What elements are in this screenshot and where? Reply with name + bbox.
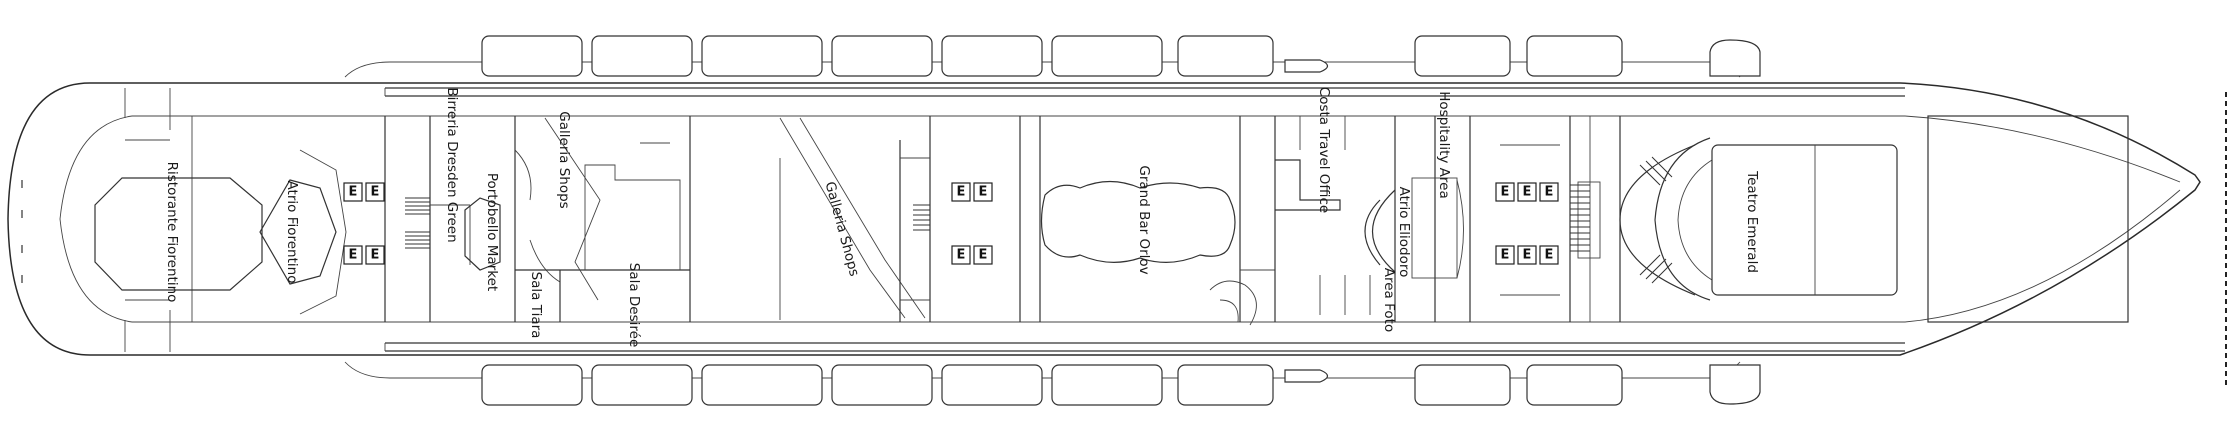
hull-outline xyxy=(7,61,2227,385)
elevator: E xyxy=(973,245,993,265)
svg-text:E: E xyxy=(349,248,358,263)
svg-text:E: E xyxy=(1501,248,1510,263)
label-galleria-shops-left: Galleria Shops xyxy=(556,111,572,208)
elevator: E xyxy=(1495,245,1515,265)
label-area-foto: Area Foto xyxy=(1381,268,1397,332)
label-portobello-market: Portobello Market xyxy=(484,173,500,291)
label-galleria-shops-right: Galleria Shops xyxy=(822,180,863,278)
interior-walls xyxy=(94,88,1898,352)
svg-text:E: E xyxy=(371,185,380,200)
elevator: E xyxy=(365,182,385,202)
elevator: E xyxy=(1495,182,1515,202)
elevator: E xyxy=(973,182,993,202)
elevator: E xyxy=(951,182,971,202)
svg-text:E: E xyxy=(1545,248,1554,263)
label-costa-travel-office: Costa Travel Office xyxy=(1316,87,1332,213)
elevator: E xyxy=(1539,245,1559,265)
lifeboats-top xyxy=(481,35,1761,77)
elevator: E xyxy=(343,245,363,265)
label-ristorante-fiorentino: Ristorante Fiorentino xyxy=(164,162,180,303)
label-grand-bar-orlov: Grand Bar Orlov xyxy=(1136,165,1152,274)
elevator-group: E E E E E E E E E E E E E E xyxy=(343,182,1559,265)
elevator: E xyxy=(365,245,385,265)
svg-text:E: E xyxy=(957,248,966,263)
label-atrio-fiorentino: Atrio Fiorentino xyxy=(284,181,300,284)
elevator: E xyxy=(1517,245,1537,265)
stairs xyxy=(405,156,1673,284)
svg-text:E: E xyxy=(1523,248,1532,263)
label-atrio-eliodoro: Atrio Eliodoro xyxy=(1396,187,1412,278)
elevator: E xyxy=(1517,182,1537,202)
lifeboats-bottom xyxy=(481,364,1761,406)
label-teatro-emerald: Teatro Emerald xyxy=(1744,170,1760,273)
elevator: E xyxy=(343,182,363,202)
svg-text:E: E xyxy=(1501,185,1510,200)
label-hospitality-area: Hospitality Area xyxy=(1436,91,1452,198)
elevator: E xyxy=(1539,182,1559,202)
room-labels: Ristorante Fiorentino Atrio Fiorentino B… xyxy=(164,87,1760,347)
svg-text:E: E xyxy=(1523,185,1532,200)
svg-text:E: E xyxy=(349,185,358,200)
svg-text:E: E xyxy=(979,248,988,263)
svg-text:E: E xyxy=(1545,185,1554,200)
label-birreria-dresden-green: Birreria Dresden Green xyxy=(444,87,460,242)
label-sala-desiree: Sala Desirée xyxy=(626,263,642,348)
label-sala-tiara: Sala Tiara xyxy=(528,272,544,339)
elevator: E xyxy=(951,245,971,265)
svg-text:E: E xyxy=(979,185,988,200)
svg-text:E: E xyxy=(957,185,966,200)
svg-text:E: E xyxy=(371,248,380,263)
